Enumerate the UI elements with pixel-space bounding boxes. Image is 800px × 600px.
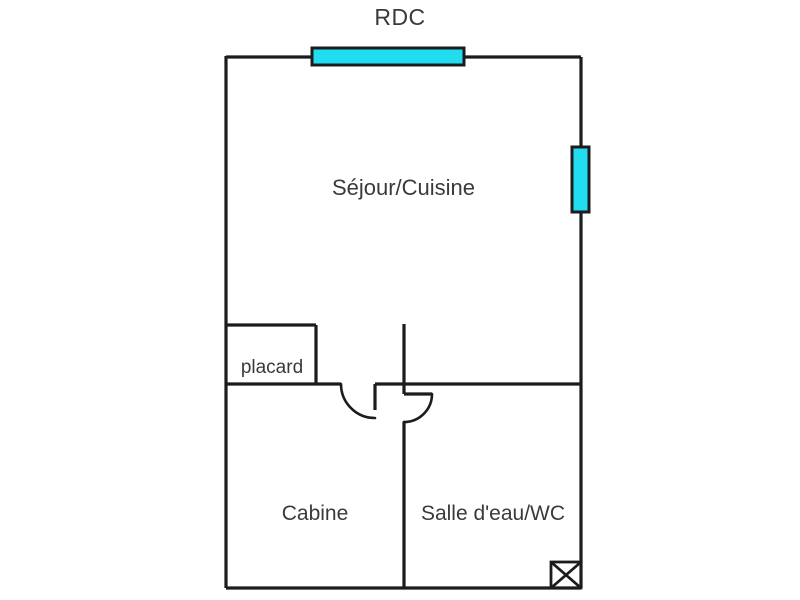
- room-label-sejour-cuisine: Séjour/Cuisine: [331, 175, 476, 200]
- room-label-placard: placard: [240, 357, 304, 378]
- shaft-box-diagonal-2: [550, 560, 582, 590]
- window-right-glass: [570, 145, 591, 214]
- window-top-glass: [310, 46, 466, 67]
- interior-walls: [226, 324, 581, 588]
- door-arc-corridor: [339, 382, 377, 420]
- window-right: [570, 145, 591, 214]
- room-label-cabine: Cabine: [281, 502, 349, 525]
- shaft-box-outline: [549, 560, 583, 590]
- door-swings: [339, 382, 434, 436]
- window-top: [310, 46, 466, 67]
- shaft-box-symbol: [549, 560, 583, 590]
- page-title: RDC: [374, 4, 426, 30]
- door-arc-salle-eau: [402, 392, 434, 424]
- room-label-salle-eau-wc: Salle d'eau/WC: [420, 502, 566, 525]
- placard-enclosure: [226, 323, 318, 384]
